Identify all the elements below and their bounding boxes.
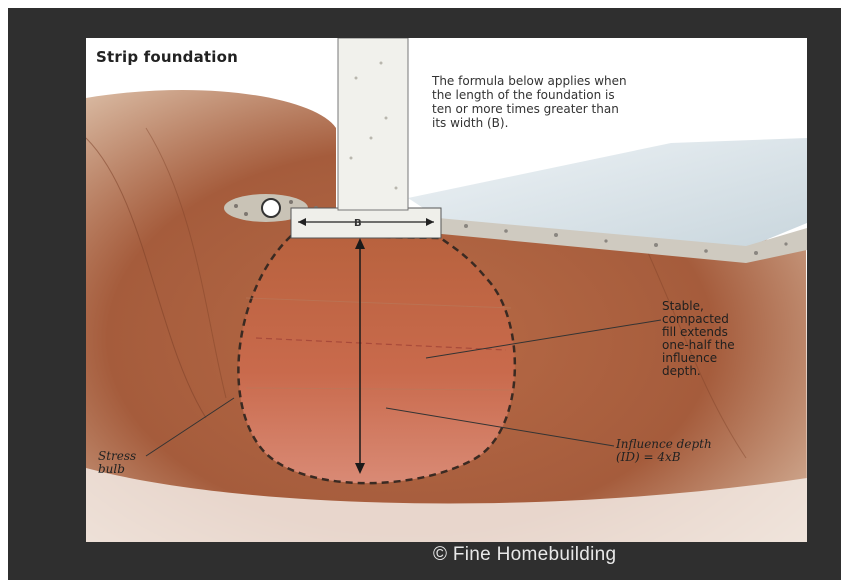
copyright-credit: © Fine Homebuilding: [433, 544, 616, 566]
width-b-label: B: [354, 218, 362, 229]
influence-depth-note: Influence depth (ID) = 4xB: [616, 438, 806, 464]
stable-fill-note: Stable, compacted fill extends one-half …: [662, 300, 802, 378]
stress-bulb: [238, 236, 514, 483]
diagram-panel: Strip foundation The formula below appli…: [86, 38, 807, 542]
slide-frame: Strip foundation The formula below appli…: [8, 8, 841, 580]
foundation-wall: [338, 38, 408, 210]
drain-pipe: [262, 199, 280, 217]
diagram-title: Strip foundation: [96, 48, 238, 66]
footing: [291, 208, 441, 238]
stress-bulb-label: Stress bulb: [98, 450, 178, 476]
formula-note: The formula below applies when the lengt…: [432, 74, 762, 130]
